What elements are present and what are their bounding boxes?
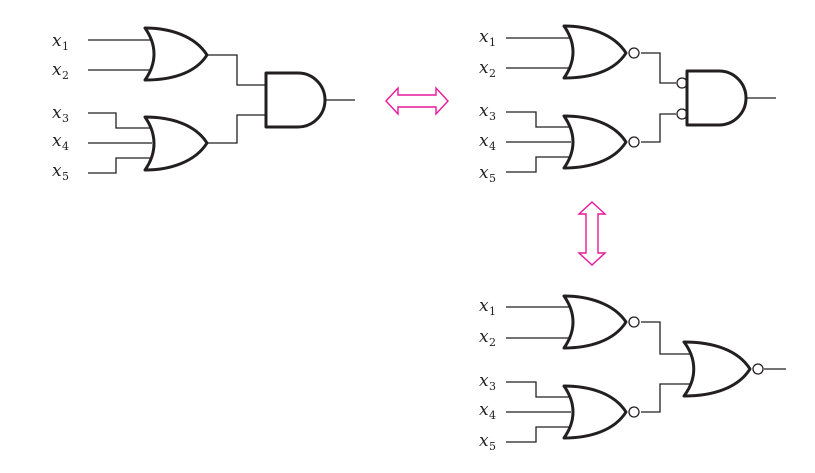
svg-text:5: 5 <box>62 170 69 183</box>
input-label-x2: x 2 <box>52 60 69 82</box>
svg-text:x: x <box>479 163 489 183</box>
svg-text:x: x <box>479 131 489 151</box>
svg-text:x: x <box>479 327 489 347</box>
nor-gate <box>682 340 752 398</box>
equivalence-arrow-vertical <box>577 201 607 266</box>
input-label-x2: x 2 <box>479 327 496 349</box>
svg-text:1: 1 <box>489 36 496 49</box>
input-label-x5: x 5 <box>479 431 496 453</box>
svg-text:x: x <box>479 296 489 316</box>
input-label-x3: x 3 <box>479 371 496 393</box>
svg-text:x: x <box>52 60 62 80</box>
input-label-x3: x 3 <box>479 101 496 123</box>
svg-text:3: 3 <box>62 112 69 125</box>
svg-text:x: x <box>479 58 489 78</box>
svg-text:x: x <box>479 400 489 420</box>
input-label-x1: x 1 <box>479 296 496 318</box>
inversion-bubble <box>628 136 640 148</box>
or-gate <box>143 115 209 172</box>
svg-text:x: x <box>479 27 489 47</box>
input-label-x1: x 1 <box>479 27 496 49</box>
circuit-or-and: x 1 x 2 x 3 x 4 x 5 <box>52 26 355 183</box>
circuit-nor-nor: x 1 x 2 x 3 x 4 x 5 <box>479 294 786 453</box>
svg-text:x: x <box>52 103 62 123</box>
svg-text:x: x <box>52 131 62 151</box>
svg-text:1: 1 <box>489 305 496 318</box>
inversion-bubble <box>628 406 640 418</box>
input-label-x5: x 5 <box>479 163 496 185</box>
svg-text:x: x <box>479 431 489 451</box>
or-gate <box>143 26 209 82</box>
input-label-x4: x 4 <box>52 131 69 153</box>
input-label-x4: x 4 <box>479 400 496 422</box>
wires <box>506 306 786 443</box>
input-label-x5: x 5 <box>52 161 69 183</box>
svg-text:x: x <box>479 371 489 391</box>
svg-text:3: 3 <box>489 110 496 123</box>
circuit-nor-and-inverted-inputs: x 1 x 2 x 3 x 4 x 5 <box>479 24 776 185</box>
input-label-x2: x 2 <box>479 58 496 80</box>
svg-text:5: 5 <box>489 440 496 453</box>
inversion-bubble <box>628 316 640 328</box>
svg-text:x: x <box>479 101 489 121</box>
input-label-x4: x 4 <box>479 131 496 153</box>
svg-text:4: 4 <box>62 140 69 153</box>
input-label-x1: x 1 <box>52 31 69 53</box>
nor-gate <box>562 294 628 350</box>
inversion-bubble <box>628 47 640 59</box>
svg-text:x: x <box>52 161 62 181</box>
nor-gate <box>562 24 628 80</box>
svg-text:3: 3 <box>489 380 496 393</box>
and-gate <box>264 71 327 129</box>
svg-text:2: 2 <box>62 69 69 82</box>
equivalence-arrow-horizontal <box>385 86 449 116</box>
inversion-bubble <box>752 363 764 375</box>
svg-text:4: 4 <box>489 409 496 422</box>
svg-text:x: x <box>52 31 62 51</box>
input-label-x3: x 3 <box>52 103 69 125</box>
wires <box>88 39 355 174</box>
svg-text:5: 5 <box>489 172 496 185</box>
svg-text:2: 2 <box>489 336 496 349</box>
and-gate <box>685 69 748 127</box>
svg-text:4: 4 <box>489 140 496 153</box>
nor-gate <box>562 384 628 440</box>
svg-text:1: 1 <box>62 40 69 53</box>
nor-gate <box>562 114 628 170</box>
svg-text:2: 2 <box>489 67 496 80</box>
wires <box>506 37 776 173</box>
